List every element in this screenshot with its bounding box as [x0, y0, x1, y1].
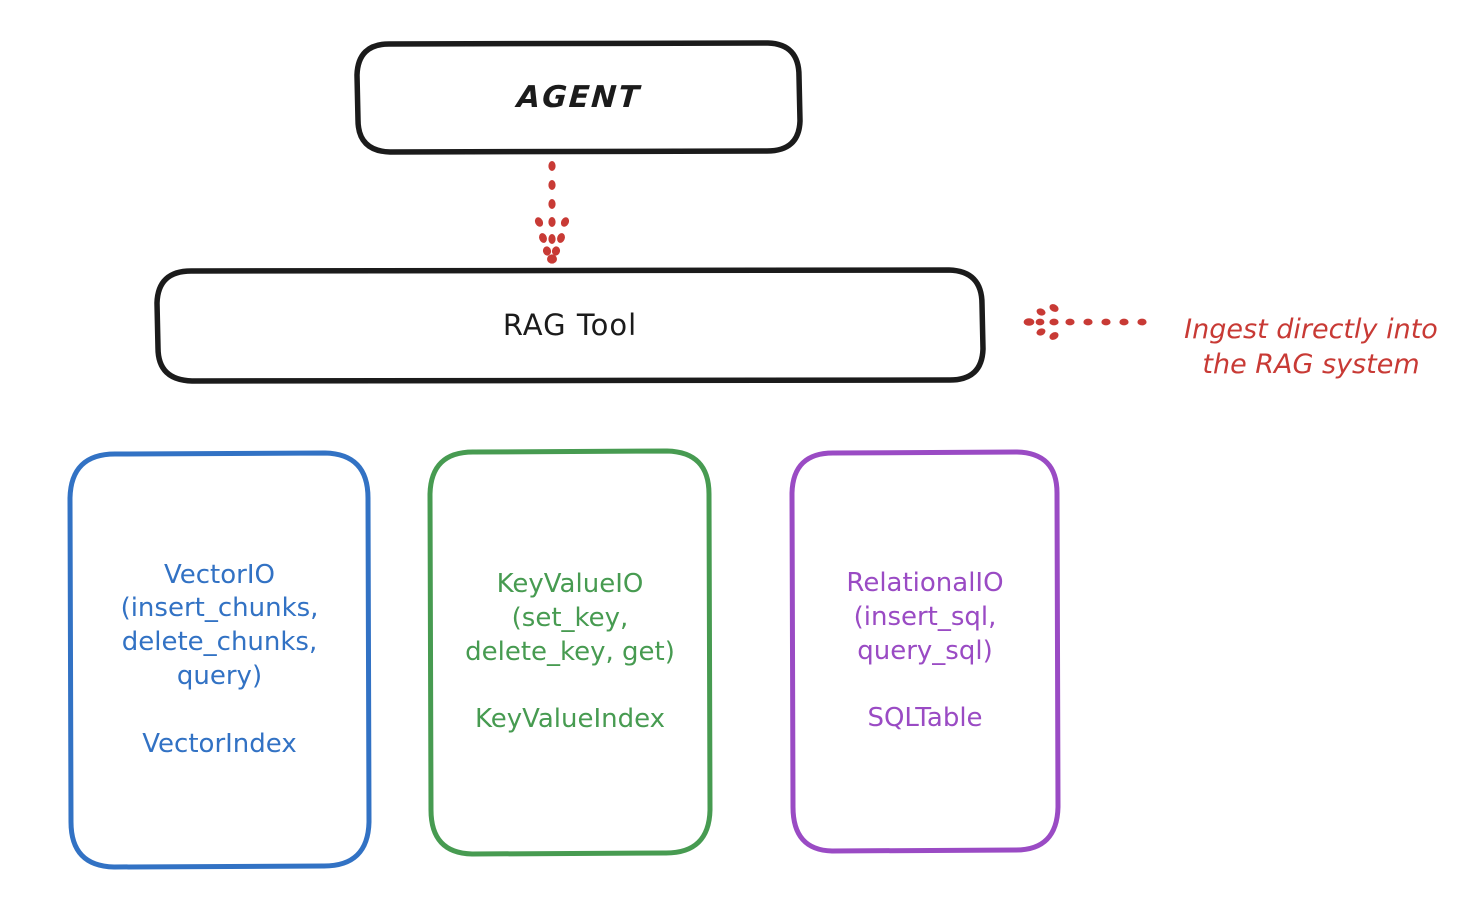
relational-io-table-label: SQLTable	[867, 703, 983, 734]
node-vector-io[interactable]: VectorIO (insert_chunks, delete_chunks, …	[67, 450, 372, 870]
connector-ingest-to-rag-tool-icon	[1023, 304, 1147, 340]
rag-tool-label: RAG Tool	[502, 308, 638, 343]
relational-io-label: RelationalIO (insert_sql, query_sql)	[846, 567, 1004, 666]
vector-io-label: VectorIO (insert_chunks, delete_chunks, …	[120, 559, 319, 691]
key-value-io-index-label: KeyValueIndex	[474, 704, 666, 735]
key-value-io-label: KeyValueIO (set_key, delete_key, get)	[465, 568, 675, 667]
connector-agent-to-rag-tool-icon	[534, 161, 570, 264]
annotation-ingest-text: Ingest directly into the RAG system	[1184, 313, 1438, 381]
node-rag-tool[interactable]: RAG Tool	[154, 267, 986, 384]
vector-io-index-label: VectorIndex	[142, 728, 297, 759]
annotation-ingest: Ingest directly into the RAG system	[1146, 276, 1476, 383]
node-agent[interactable]: AGENT	[354, 40, 803, 155]
node-relational-io[interactable]: RelationalIO (insert_sql, query_sql) SQL…	[789, 449, 1061, 854]
agent-label: AGENT	[515, 79, 642, 115]
node-key-value-io[interactable]: KeyValueIO (set_key, delete_key, get) Ke…	[427, 448, 713, 857]
